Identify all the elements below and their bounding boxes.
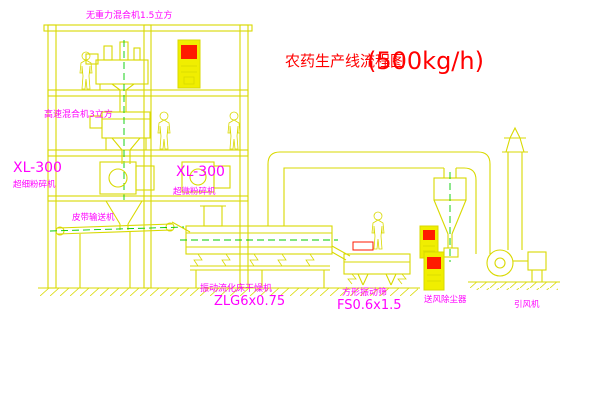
- person-floor3-right: [227, 111, 241, 150]
- label-gravity-mixer: 无重力混合机1.5立方: [86, 9, 172, 21]
- label-screen-name: 方形振动筛: [342, 286, 387, 298]
- label-high-speed-mixer: 高速混合机3立方: [44, 108, 113, 120]
- title-capacity: (500kg/h): [367, 47, 484, 75]
- title-main: 农药生产线流程图: [285, 52, 405, 70]
- label-belt-conveyor: 皮带输送机: [72, 212, 115, 223]
- label-mill-right-name: 超微粉碎机: [173, 186, 216, 197]
- label-dryer-model: ZLG6x0.75: [214, 294, 285, 309]
- exhaust-stack: [502, 126, 528, 250]
- high-speed-mixer: [89, 40, 151, 200]
- induced-draft-fan: [486, 249, 547, 282]
- gravity-free-mixer: [85, 41, 149, 112]
- label-mill-left-name: 超细粉碎机: [13, 179, 56, 190]
- diagram-title: 农药生产线流程图 (500kg/h): [285, 47, 484, 75]
- person-floor3-left: [157, 111, 171, 150]
- exhaust-duct: [267, 151, 491, 254]
- floor-2: [47, 89, 249, 97]
- control-cabinet-top: [177, 39, 201, 89]
- label-dust-collector: 送风除尘器: [424, 294, 467, 305]
- floor-4: [47, 195, 249, 202]
- labels: 无重力混合机1.5立方 高速混合机3立方 XL-300 超细粉碎机 XL-300…: [13, 9, 540, 313]
- label-mill-right-model: XL-300: [176, 164, 225, 180]
- label-screen-model: FS0.6x1.5: [337, 298, 402, 313]
- pulverizer-right: [181, 161, 231, 193]
- belt-conveyor: [49, 221, 191, 288]
- person-dryer: [371, 211, 385, 250]
- ground: [38, 281, 560, 296]
- label-fan: 引风机: [514, 299, 540, 310]
- floor-3: [47, 149, 249, 157]
- vibrating-screen: [343, 241, 411, 286]
- control-cabinet-ground: [423, 251, 445, 291]
- label-dryer-name: 振动流化床干燥机: [200, 282, 272, 294]
- fluid-bed-dryer: [180, 205, 351, 288]
- pulverizer-left: [99, 161, 155, 195]
- label-mill-left-model: XL-300: [13, 160, 62, 176]
- cyclone-separator: [433, 168, 467, 262]
